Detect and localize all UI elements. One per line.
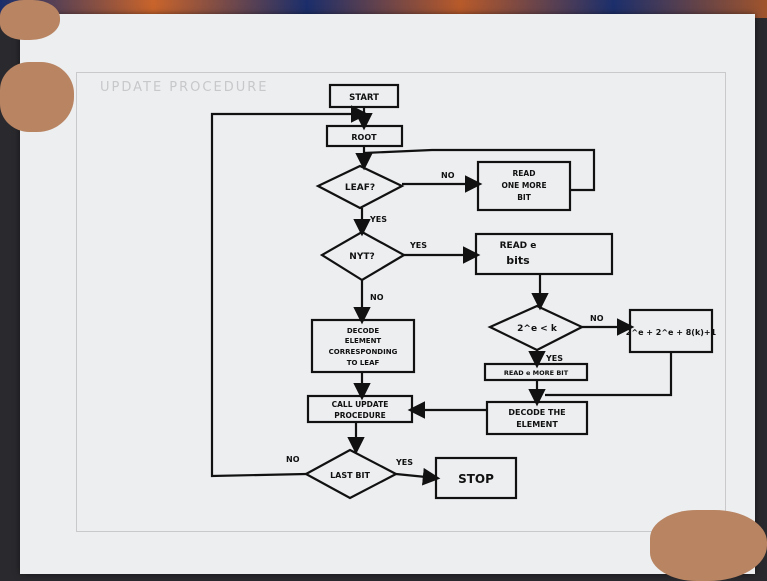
read-e-line2: bits (506, 254, 530, 267)
read-one-line1: READ (513, 169, 536, 178)
decode-leaf-line1: DECODE (347, 327, 379, 335)
decode-leaf-line3: CORRESPONDING (329, 348, 398, 356)
no-nyt-label: NO (370, 293, 384, 302)
no-last-label: NO (286, 455, 300, 464)
nyt-question: NYT? (349, 252, 374, 262)
hand-left (0, 62, 74, 132)
hand-top-left (0, 0, 60, 40)
hand-bottom-right (650, 510, 767, 581)
read-e-line1: READ e (500, 241, 537, 251)
call-update-line1: CALL UPDATE (332, 400, 389, 409)
no-leaf-label: NO (441, 171, 455, 180)
yes-last-label: YES (395, 458, 413, 467)
read-e-box (476, 234, 612, 274)
decode-leaf-line4: TO LEAF (347, 359, 380, 367)
stop-label: STOP (458, 472, 494, 486)
compare-question: 2^e < k (517, 324, 558, 334)
decode-elem-box (487, 402, 587, 434)
formula-text: 2^e + 2^e + 8(k)+1 (626, 328, 717, 337)
yes-compare-label: YES (545, 354, 563, 363)
call-update-line2: PROCEDURE (334, 411, 386, 420)
read-one-line3: BIT (517, 193, 532, 202)
read-more-label: READ e MORE BIT (504, 369, 569, 377)
root-label: ROOT (351, 133, 377, 142)
start-label: START (349, 93, 379, 103)
no-compare-label: NO (590, 314, 604, 323)
decode-leaf-line2: ELEMENT (345, 337, 382, 345)
leaf-question: LEAF? (345, 183, 375, 193)
decode-elem-line1: DECODE THE (508, 408, 565, 417)
read-one-line2: ONE MORE (501, 181, 546, 190)
yes-nyt-label: YES (409, 241, 427, 250)
last-bit-question: LAST BIT (330, 471, 370, 480)
yes-leaf-label: YES (369, 215, 387, 224)
decode-elem-line2: ELEMENT (516, 420, 558, 429)
